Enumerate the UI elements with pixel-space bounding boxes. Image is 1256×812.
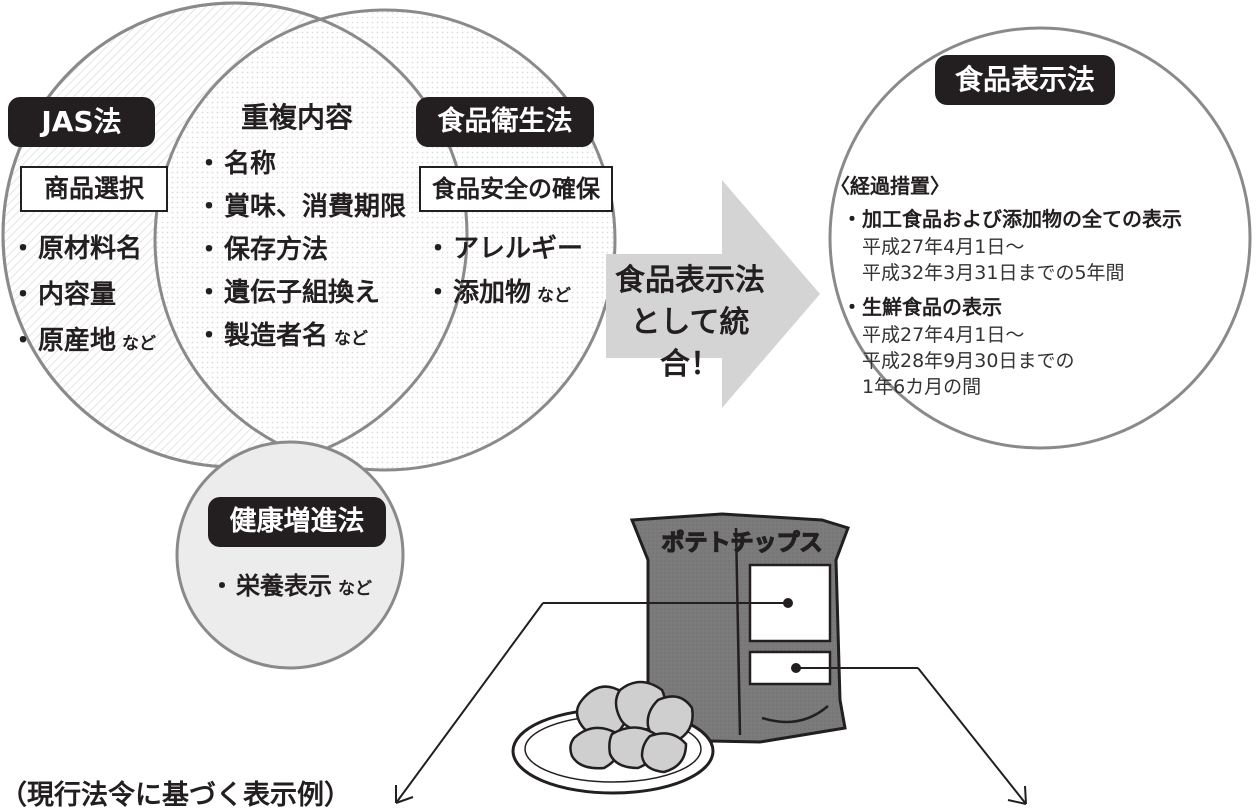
overlap-item: ・遺伝子組換え [196,278,381,308]
jas-law-box: 商品選択 [20,166,168,212]
pointer-dot [783,598,793,608]
health-promotion-law-circle [175,440,405,670]
overlap-item: ・賞味、消費期限 [196,192,407,222]
transition-item-1-line: 平成32年3月31日までの5年間 [862,262,1125,284]
arrow-label: 食品表示法 として統合！ [606,260,774,386]
food-sanitation-law-box: 食品安全の確保 [419,166,613,212]
jas-item: ・原材料名 [10,234,143,264]
arrow-label-line2: として統合！ [630,305,750,382]
food-labeling-law-circle [828,26,1252,450]
food-sanitation-item: ・添加物など [425,278,572,308]
transition-item-1-title: ・加工食品および添加物の全ての表示 [842,207,1182,231]
health-promotion-item: ・栄養表示など [210,572,372,600]
health-promotion-law-title: 健康増進法 [208,497,386,547]
arrow-right-shape [606,180,820,408]
overlap-item: ・製造者名など [196,321,369,351]
jas-item: ・原産地など [10,326,157,356]
transition-item-2-title: ・生鮮食品の表示 [842,295,1002,319]
potato-chips-pile [569,680,694,774]
overlap-item: ・保存方法 [196,235,329,265]
transition-heading: 〈経過措置〉 [830,174,950,198]
pointer-dot [791,663,801,673]
transition-item-2-line: 平成28年9月30日までの [862,350,1075,372]
transition-item-2-line: 平成27年4月1日〜 [862,324,1025,346]
overlap-item: ・名称 [196,149,277,179]
labeling-example-caption: （現行法令に基づく表示例） [0,780,351,811]
transition-item-2-line: 1年6カ月の間 [862,376,982,398]
arrow-label-line1: 食品表示法 [615,263,765,298]
bag-label-text: ポテトチップス [662,529,823,556]
food-labeling-law-title: 食品表示法 [935,55,1115,105]
food-sanitation-law-title: 食品衛生法 [416,97,594,147]
jas-law-title: JAS法 [8,97,155,147]
food-sanitation-item: ・アレルギー [425,234,584,264]
transition-item-1-line: 平成27年4月1日〜 [862,236,1025,258]
jas-item: ・内容量 [10,280,117,310]
overlap-title: 重複内容 [241,101,354,134]
